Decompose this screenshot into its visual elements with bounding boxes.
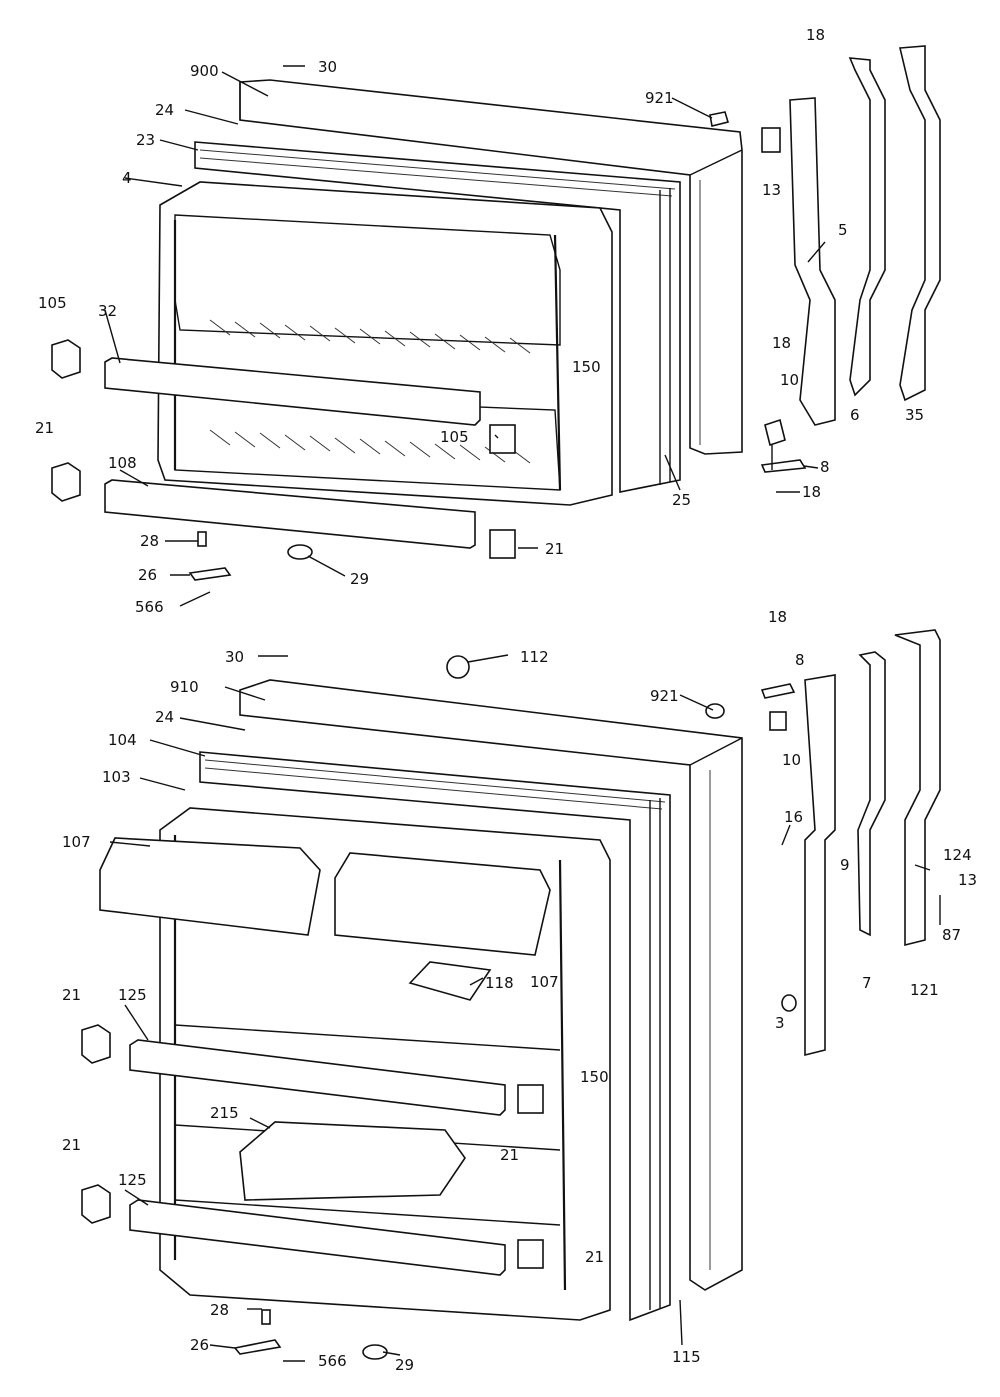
callout-label: 26 [190,1336,209,1354]
callout-label: 24 [155,101,174,119]
callout-label: 125 [118,1171,147,1189]
callout-label: 124 [943,846,972,864]
callout-label: 18 [802,483,821,501]
lower-door-assembly [81,629,941,1360]
callout-label: 29 [395,1356,414,1374]
callout-label: 900 [190,62,219,80]
callout-label: 28 [210,1301,229,1319]
callout-label: 30 [225,648,244,666]
callout-label: 25 [672,491,691,509]
callout-label: 105 [38,294,67,312]
callout-label: 28 [140,532,159,550]
callout-label: 121 [910,981,939,999]
callout-label: 115 [672,1348,701,1366]
callout-label: 566 [135,598,164,616]
callout-label: 18 [806,26,825,44]
callout-label: 8 [820,458,830,476]
callout-label: 107 [62,833,91,851]
upper-door-assembly [51,45,941,581]
callout-label: 10 [780,371,799,389]
callout-label: 105 [440,428,469,446]
callout-label: 18 [768,608,787,626]
callout-label: 3 [775,1014,785,1032]
callout-label: 8 [795,651,805,669]
callout-label: 10 [782,751,801,769]
callout-label: 921 [645,89,674,107]
callout-label: 32 [98,302,117,320]
callout-label: 112 [520,648,549,666]
callout-label: 21 [35,419,54,437]
callout-label: 21 [62,1136,81,1154]
callout-label: 21 [500,1146,519,1164]
callout-label: 35 [905,406,924,424]
callout-label: 16 [784,808,803,826]
callout-label: 13 [762,181,781,199]
callout-label: 215 [210,1104,239,1122]
part-number-labels: 900 30 24 23 4 921 18 13 5 18 10 6 35 8 … [35,26,977,1374]
callout-label: 9 [840,856,850,874]
callout-label: 7 [862,974,872,992]
callout-label: 87 [942,926,961,944]
callout-label: 5 [838,221,848,239]
callout-label: 150 [572,358,601,376]
callout-label: 23 [136,131,155,149]
callout-label: 125 [118,986,147,1004]
callout-label: 18 [772,334,791,352]
callout-label: 108 [108,454,137,472]
callout-label: 107 [530,973,559,991]
callout-label: 30 [318,58,337,76]
callout-label: 26 [138,566,157,584]
callout-label: 118 [485,974,514,992]
callout-label: 910 [170,678,199,696]
callout-label: 921 [650,687,679,705]
callout-label: 21 [545,540,564,558]
callout-label: 29 [350,570,369,588]
callout-label: 21 [585,1248,604,1266]
callout-label: 4 [122,169,132,187]
callout-label: 21 [62,986,81,1004]
callout-label: 24 [155,708,174,726]
callout-label: 13 [958,871,977,889]
callout-label: 6 [850,406,860,424]
callout-leaders [104,65,941,1362]
callout-label: 150 [580,1068,609,1086]
callout-label: 566 [318,1352,347,1370]
callout-label: 104 [108,731,137,749]
callout-label: 103 [102,768,131,786]
